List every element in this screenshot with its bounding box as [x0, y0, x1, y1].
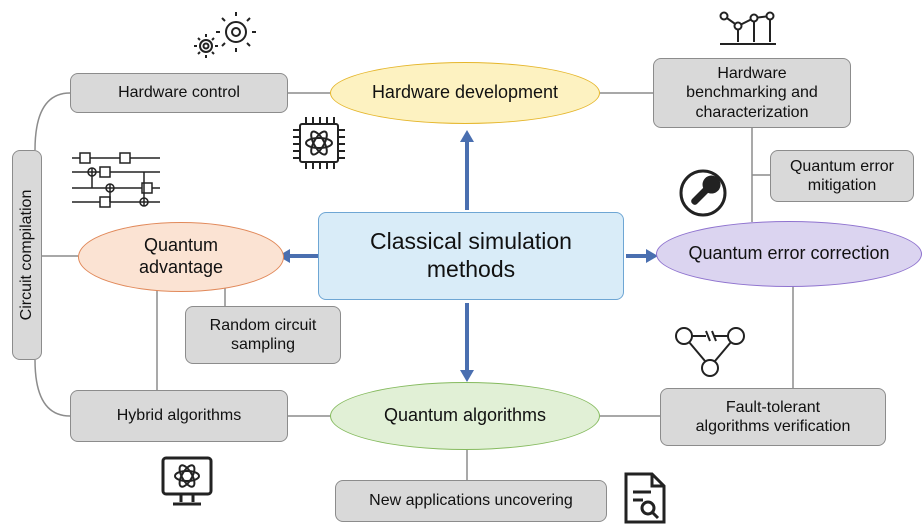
atom-monitor-icon — [161, 456, 213, 506]
arrowhead-up — [460, 130, 474, 142]
arrowhead-right — [646, 249, 658, 263]
hardware-control-box: Hardware control — [70, 73, 288, 113]
arrowhead-left — [278, 249, 290, 263]
new-applications-box: New applications uncovering — [335, 480, 607, 522]
circuit-compilation-connector-top — [34, 92, 71, 151]
graph-icon — [675, 327, 745, 377]
classical-simulation-methods-box: Classical simulation methods — [318, 212, 624, 300]
hybrid-algorithms-box: Hybrid algorithms — [70, 390, 288, 442]
fault-tolerant-verification-box: Fault-tolerant algorithms verification — [660, 388, 886, 446]
quantum-algorithms-oval: Quantum algorithms — [330, 382, 600, 450]
random-circuit-sampling-box: Random circuit sampling — [185, 306, 341, 364]
wrench-icon — [679, 169, 727, 217]
document-search-icon — [624, 472, 666, 524]
quantum-error-mitigation-box: Quantum error mitigation — [770, 150, 914, 202]
circuit-icon — [72, 152, 160, 208]
atom-chip-icon — [293, 117, 345, 169]
quantum-advantage-oval: Quantum advantage — [78, 222, 284, 292]
hardware-development-oval: Hardware development — [330, 62, 600, 124]
circuit-compilation-connector-bottom — [34, 359, 71, 417]
arrowhead-down — [460, 370, 474, 382]
benchmark-chart-icon — [719, 11, 776, 45]
hardware-benchmarking-box: Hardware benchmarking and characterizati… — [653, 58, 851, 128]
circuit-compilation-box: Circuit compilation — [12, 150, 42, 360]
gears-icon — [194, 12, 256, 58]
circuit-compilation-label: Circuit compilation — [18, 189, 35, 321]
quantum-error-correction-oval: Quantum error correction — [656, 221, 922, 287]
